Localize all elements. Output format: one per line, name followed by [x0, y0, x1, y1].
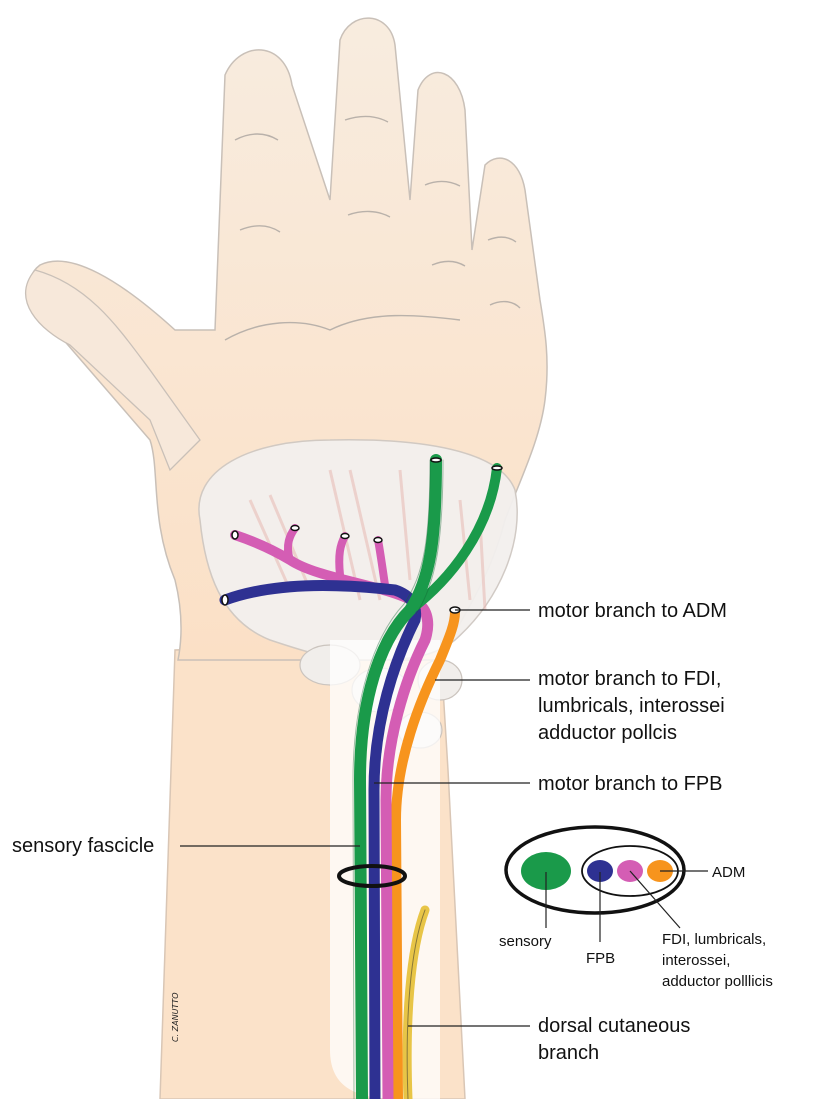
label-fdi-2: interossei, [662, 952, 730, 969]
label-fdi-3: adductor polllicis [662, 973, 773, 990]
label-motor-fpb: motor branch to FPB [538, 773, 723, 795]
label-sensory: sensory [499, 933, 552, 950]
label-dorsal-1: dorsal cutaneous [538, 1015, 690, 1037]
label-motor-fdi-3: adductor pollcis [538, 722, 677, 744]
label-motor-fdi-1: motor branch to FDI, [538, 668, 721, 690]
label-sensory-fascicle: sensory fascicle [12, 835, 154, 857]
label-adm: ADM [712, 864, 745, 881]
cross-section-inset: ADM sensory FPB FDI, lumbricals, interos… [499, 827, 773, 990]
label-dorsal-2: branch [538, 1042, 599, 1064]
label-motor-adm: motor branch to ADM [538, 600, 727, 622]
artist-signature: C. ZANUTTO [171, 992, 180, 1042]
label-fpb: FPB [586, 950, 615, 967]
label-fdi-1: FDI, lumbricals, [662, 931, 766, 948]
label-motor-fdi-2: lumbricals, interossei [538, 695, 725, 717]
